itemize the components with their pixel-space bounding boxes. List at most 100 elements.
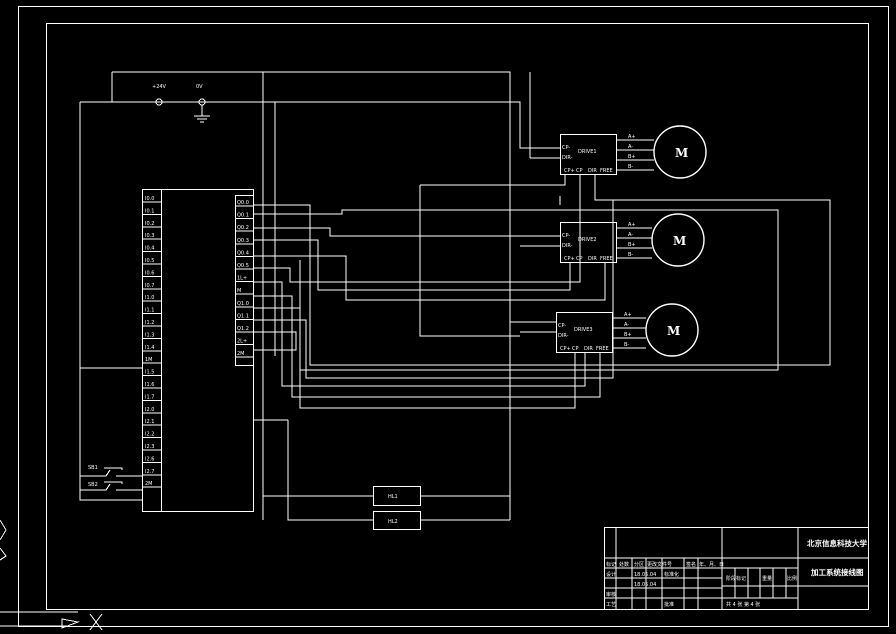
plc-output-label: Q1.2 (237, 326, 249, 332)
plc-input-label: I0.0 (145, 196, 154, 202)
plc-output-label: Q1.0 (237, 301, 249, 307)
motor-label: M (667, 324, 680, 338)
margin-marks (0, 519, 103, 631)
plc-output-label: Q0.1 (237, 213, 249, 219)
motor-circle (651, 213, 705, 267)
driver-bottom-label: FREE (600, 168, 613, 174)
driver-name: DRIVE1 (578, 149, 597, 155)
plc-input-label: I2.1 (145, 419, 154, 425)
driver-bottom-label: DIR (588, 168, 597, 174)
driver-input-label: CP- (562, 233, 570, 239)
driver-bottom-label: CP+ (564, 168, 575, 174)
plc-input-label: I0.4 (145, 246, 154, 252)
header-mark: 标记 (606, 561, 616, 568)
driver-bottom-label: CP (576, 168, 583, 174)
signal-wires (253, 72, 831, 521)
motor-label: M (675, 146, 688, 160)
driver-bottom-label: DIR (588, 256, 597, 262)
motor-label: M (673, 234, 686, 248)
header-date: 年、月、日 (699, 561, 724, 568)
role-design: 设计 (606, 571, 616, 578)
inner-frame (46, 23, 869, 610)
driver-output-label: B- (628, 252, 633, 258)
driver-output-label: B+ (628, 242, 636, 248)
stage-header: 阶段标记 (726, 575, 746, 582)
plc-input-label: I0.3 (145, 233, 154, 239)
plc-input-label: I0.5 (145, 258, 154, 264)
plc-input-label: I0.7 (145, 283, 154, 289)
plc-output-label: 2M (237, 351, 245, 357)
driver-output-label: A- (628, 232, 633, 238)
plc-input-label: I1.1 (145, 308, 154, 314)
outer-frame (18, 6, 889, 627)
driver-bottom-label: FREE (596, 346, 609, 352)
driver-output-label: A- (624, 322, 629, 328)
header-zone: 分区 (634, 561, 644, 568)
title-block: 北京信息科技大学 加工系统接线图 标记 处数 分区 更改文件号 签名 年、月、日… (604, 527, 869, 610)
plus-24v-label: +24V (152, 84, 167, 90)
driver-input-label: DIR- (558, 333, 569, 339)
plc-output-label: M (237, 288, 241, 294)
driver-output-label: A+ (628, 222, 636, 228)
plc-output-label: 2L+ (237, 339, 247, 345)
driver-output-label: B- (628, 164, 633, 170)
plc-input-label: I1.6 (145, 382, 154, 388)
driver-output-label: B- (624, 342, 629, 348)
sheet-text: 共 4 张 第 4 张 (726, 601, 760, 608)
header-change-doc: 更改文件号 (647, 561, 672, 568)
weight-header: 重量 (762, 575, 772, 582)
driver-name: DRIVE3 (574, 327, 593, 333)
plc-input-label: I1.0 (145, 295, 154, 301)
driver-bottom-label: CP (572, 346, 579, 352)
plc-output-label: Q0.3 (237, 238, 249, 244)
driver-bottom-label: CP (576, 256, 583, 262)
driver-output-label: B+ (624, 332, 632, 338)
plc-input-label: I1.2 (145, 320, 154, 326)
power-rails: +24V 0V (79, 71, 560, 520)
plc-output-label: Q0.0 (237, 200, 249, 206)
switches: SB1 SB2 (80, 465, 142, 491)
switch-sb1: SB1 (88, 465, 98, 471)
motor-circle (645, 303, 699, 357)
plc-input-label: I2.2 (145, 432, 154, 438)
driver-output-label: A+ (628, 134, 636, 140)
school-name: 北京信息科技大学 (807, 538, 867, 548)
plc-output-label: Q0.4 (237, 250, 249, 256)
driver-input-label: CP- (558, 323, 566, 329)
driver-bottom-label: CP+ (560, 346, 571, 352)
driver-bottom-label: CP+ (564, 256, 575, 262)
plc-input-label: I2.6 (145, 456, 154, 462)
driver-input-label: CP- (562, 145, 570, 151)
plc-output-label: Q1.1 (237, 313, 249, 319)
header-sign: 签名 (686, 561, 696, 568)
lamp-hl1: HL1 (388, 494, 398, 500)
header-count: 处数 (619, 561, 629, 568)
scale-header: 比例 (787, 575, 797, 582)
driver-name: DRIVE2 (578, 237, 597, 243)
review-date: 18.05.04 (634, 582, 656, 588)
plc-input-label: I2.0 (145, 407, 154, 413)
switch-sb2: SB2 (88, 482, 98, 488)
plc-input-label: 1M (145, 357, 153, 363)
drawing-title: 加工系统接线图 (810, 567, 864, 577)
driver-bottom-label: FREE (600, 256, 613, 262)
plc-input-label: I0.2 (145, 221, 154, 227)
plc-input-label: I1.5 (145, 370, 154, 376)
driver-input-label: DIR- (562, 243, 573, 249)
plc-input-label: 2M (145, 481, 153, 487)
driver-input-label: DIR- (562, 155, 573, 161)
std-label: 标准化 (664, 571, 679, 578)
plc-output-label: 1L+ (237, 276, 247, 282)
plc-input-label: I0.1 (145, 208, 154, 214)
plc-input-label: I0.6 (145, 270, 154, 276)
plc-output-label: Q0.5 (237, 263, 249, 269)
driver-output-label: A+ (624, 312, 632, 318)
plc-input-label: I1.4 (145, 345, 154, 351)
driver-bottom-label: DIR (584, 346, 593, 352)
plc-input-label: I2.3 (145, 444, 154, 450)
